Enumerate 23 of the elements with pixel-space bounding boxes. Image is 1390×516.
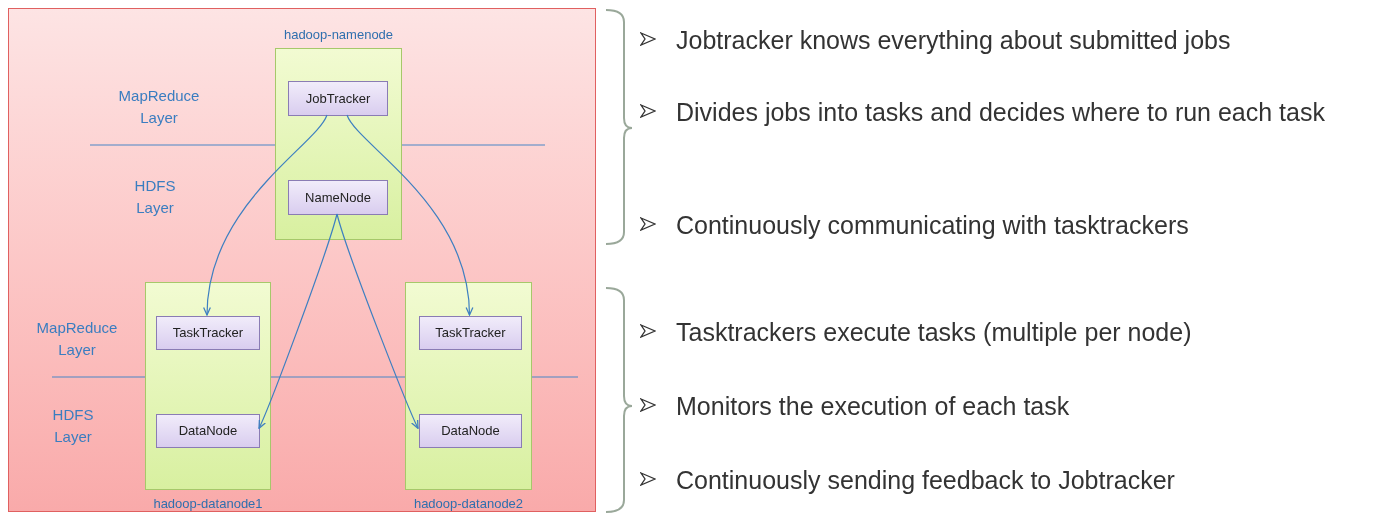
arrow: [258, 213, 338, 429]
layer-label: HDFS Layer: [133, 176, 177, 218]
process-box: DataNode: [419, 414, 522, 448]
bullet-text: Continuously communicating with tasktrackers: [676, 210, 1190, 241]
process-box: NameNode: [288, 180, 388, 215]
process-box: JobTracker: [288, 81, 388, 116]
bullet-text: Jobtracker knows everything about submitted jobs: [676, 25, 1232, 56]
host-name: hadoop-namenode: [283, 26, 394, 44]
host-name: hadoop-datanode1: [153, 494, 263, 513]
layer-label: HDFS Layer: [51, 405, 95, 447]
layer-label: MapReduce Layer: [35, 318, 119, 360]
bullet-text: Tasktrackers execute tasks (multiple per node): [676, 317, 1193, 348]
process-box: TaskTracker: [419, 316, 522, 350]
host-name: hadoop-datanode2: [413, 494, 524, 513]
process-box: TaskTracker: [156, 316, 260, 350]
bullet-text: Continuously sending feedback to Jobtracker: [676, 465, 1176, 496]
process-box: DataNode: [156, 414, 260, 448]
bullet-text: Divides jobs into tasks and decides where to run each task: [676, 97, 1326, 128]
arrow: [346, 114, 473, 316]
bullet-text: Monitors the execution of each task: [676, 391, 1071, 422]
arrow: [336, 213, 419, 429]
layer-label: MapReduce Layer: [117, 86, 201, 128]
arrow: [203, 114, 328, 316]
